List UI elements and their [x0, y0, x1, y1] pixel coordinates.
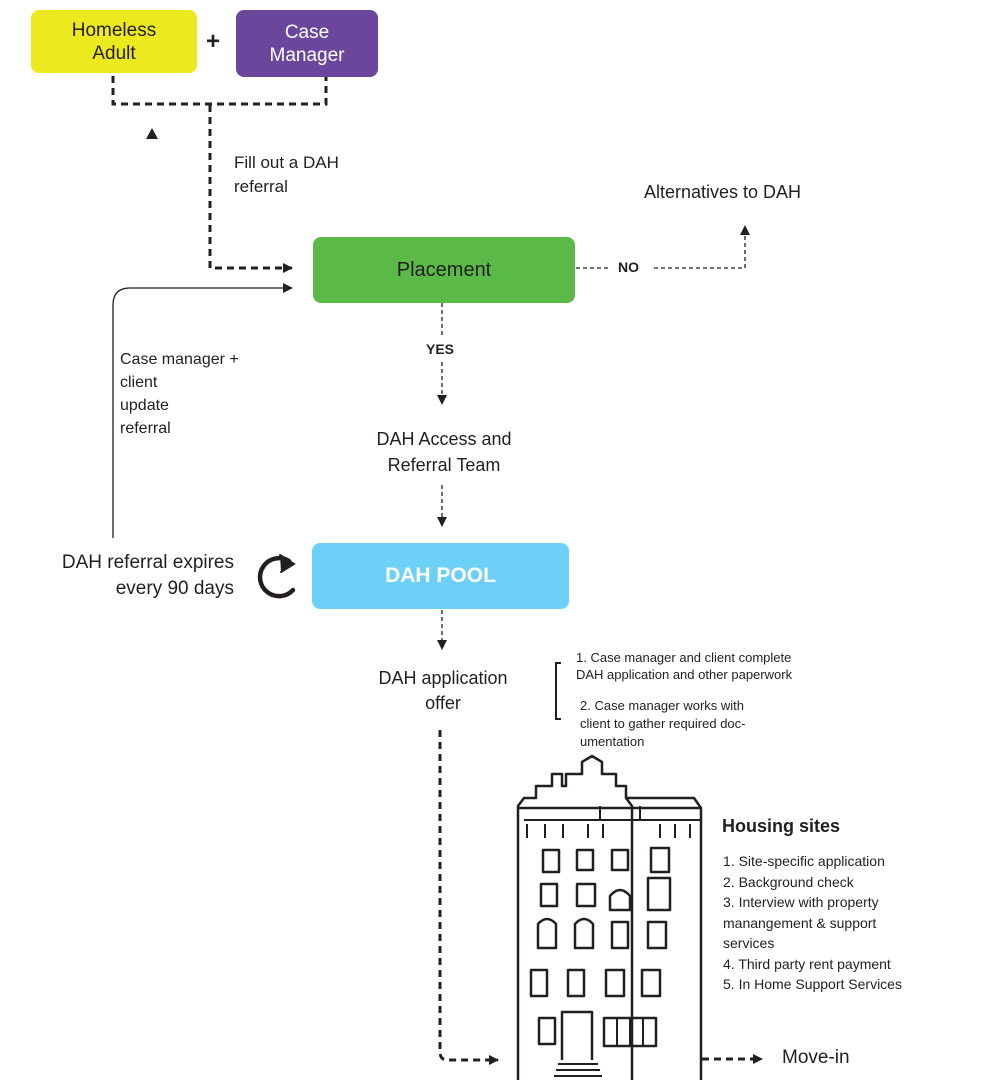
- placement-box: Placement: [313, 237, 575, 303]
- plus-sign: +: [206, 28, 221, 55]
- steps-bracket: [555, 662, 561, 720]
- update-loop-connector: [112, 283, 293, 538]
- building-icon: [516, 754, 703, 1080]
- no-connector-right: [654, 225, 750, 269]
- homeless-adult-box: Homeless Adult: [31, 10, 197, 73]
- application-step-1: 1. Case manager and client complete DAH …: [576, 650, 793, 682]
- housing-step: 1. Site-specific application: [723, 853, 885, 869]
- fill-referral-label: Fill out a DAH referral: [234, 153, 339, 196]
- offer-to-housing-connector: [438, 730, 499, 1065]
- application-step-2: 2. Case manager works with client to gat…: [580, 698, 746, 749]
- case-manager-box: Case Manager: [236, 10, 378, 77]
- no-label: NO: [618, 259, 639, 275]
- bracket-up-arrow: [146, 128, 158, 139]
- access-team-label: DAH Access and Referral Team: [376, 429, 512, 475]
- housing-step: 4. Third party rent payment: [723, 955, 891, 972]
- housing-step: 3. Interview with property manangement &…: [723, 894, 879, 951]
- expires-label: DAH referral expires every 90 days: [61, 552, 234, 599]
- homeless-adult-label: Homeless Adult: [71, 19, 157, 64]
- referral-connector: [208, 105, 293, 273]
- refresh-icon: [257, 554, 296, 599]
- alternatives-label: Alternatives to DAH: [644, 182, 802, 202]
- move-in-label: Move-in: [782, 1047, 850, 1068]
- housing-step: 5. In Home Support Services: [723, 976, 902, 992]
- joining-bracket: [111, 76, 328, 106]
- housing-steps-list: 1. Site-specific application 2. Backgrou…: [723, 851, 902, 995]
- application-offer-label: DAH application offer: [378, 668, 508, 713]
- housing-sites-title: Housing sites: [722, 816, 841, 836]
- dah-pool-label: DAH POOL: [385, 564, 496, 587]
- placement-label: Placement: [396, 258, 492, 281]
- update-referral-label: Case manager + client update referral: [120, 351, 239, 437]
- housing-step: 2. Background check: [723, 873, 854, 890]
- dah-pool-box: DAH POOL: [312, 543, 569, 609]
- yes-label: YES: [426, 341, 455, 357]
- case-manager-label: Case Manager: [269, 21, 345, 66]
